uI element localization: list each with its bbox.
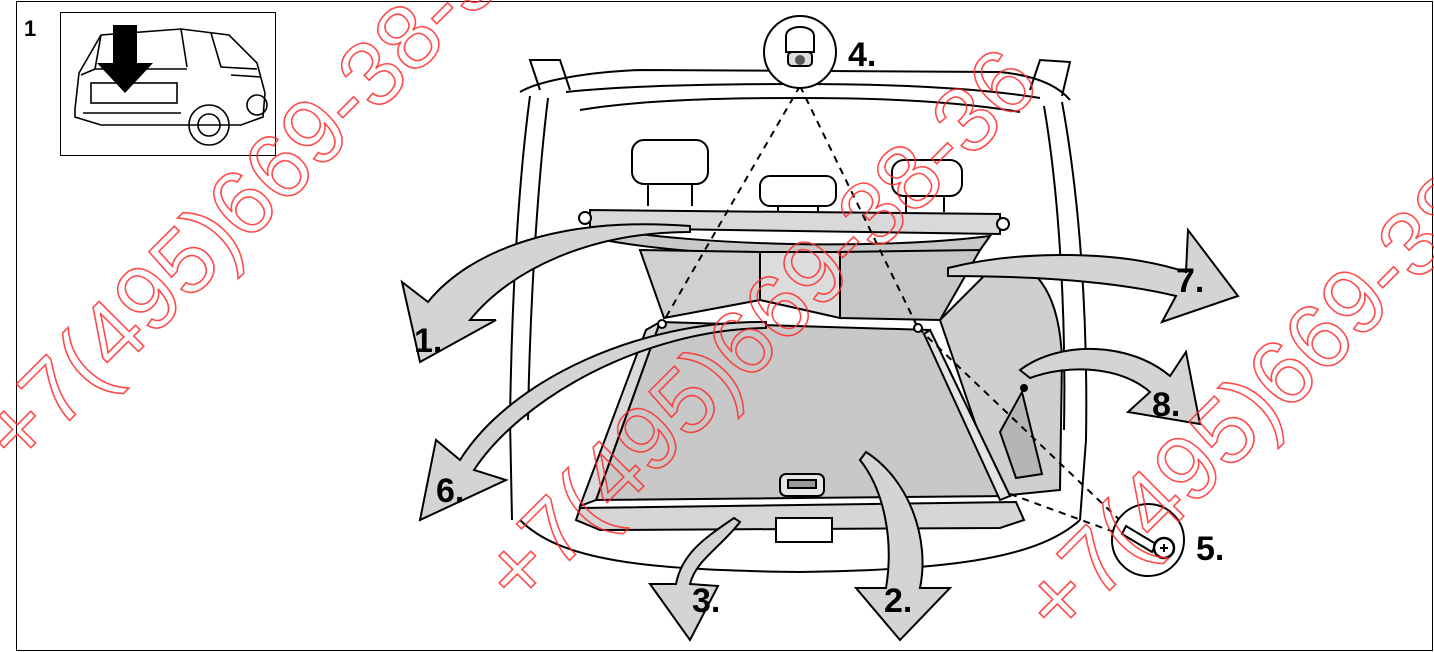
- removal-arrows: [400, 223, 1240, 642]
- arrow-7: [947, 227, 1240, 324]
- arrow-8: [1018, 348, 1202, 426]
- cargo-floor: [574, 319, 1026, 543]
- arrow-6: [418, 320, 767, 522]
- callout-3: 3.: [692, 582, 720, 620]
- callout-8: 8.: [1152, 386, 1180, 424]
- callout-7: 7.: [1176, 262, 1204, 300]
- rear-seat-headrests: [631, 139, 963, 214]
- arrow-1: [400, 223, 691, 364]
- step-number: 1: [24, 16, 37, 41]
- luggage-net: [998, 384, 1044, 480]
- callout-5: 5.: [1196, 530, 1224, 568]
- callout-2: 2.: [884, 582, 912, 620]
- callout-6: 6.: [436, 472, 464, 510]
- callout-1: 1.: [414, 322, 442, 360]
- arrow-3: [648, 516, 742, 642]
- anchor-detail-circle: [763, 15, 837, 89]
- callout-4: 4.: [848, 36, 876, 74]
- leader-lines: [661, 85, 1129, 533]
- watermark-left: +7(495)669-38-36: [0, 0, 557, 484]
- inset-vehicle-illustration: [60, 12, 276, 156]
- figure-frame: [16, 1, 1433, 651]
- arrow-2: [853, 450, 953, 642]
- screw-detail-circle: [1111, 503, 1185, 577]
